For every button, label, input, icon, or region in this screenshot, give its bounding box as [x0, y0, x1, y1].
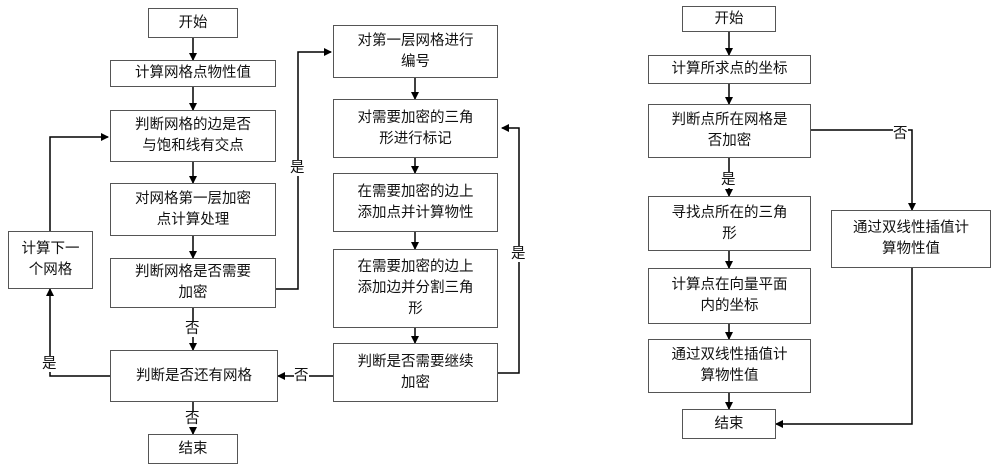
label-no-more: 否	[185, 411, 200, 427]
left-end-node: 结束	[148, 434, 238, 464]
mark-tri-node: 对需要加密的三角 形进行标记	[333, 99, 498, 158]
judge-refined-node: 判断点所在网格是 否加密	[648, 104, 811, 158]
arrow-r-judge-no-to-interp	[811, 129, 916, 211]
judge-more-node: 判断是否还有网格	[110, 350, 278, 402]
label-yes-need: 是	[290, 160, 305, 176]
interp-no-node: 通过双线性插值计 算物性值	[831, 210, 991, 268]
judge-continue-node: 判断是否需要继续 加密	[333, 343, 498, 402]
label-no-continue: 否	[294, 368, 309, 384]
next-grid-node: 计算下一 个网格	[8, 231, 93, 289]
add-point-node: 在需要加密的边上 添加点并计算物性	[333, 173, 498, 232]
judge-edge-node: 判断网格的边是否 与饱和线有交点	[110, 110, 276, 162]
interp-yes-node: 通过双线性插值计 算物性值	[648, 339, 811, 393]
label-no-refined: 否	[893, 126, 908, 142]
find-tri-node: 寻找点所在的三角 形	[648, 196, 811, 251]
label-yes-refined: 是	[721, 172, 736, 188]
arrow-next-grid-to-judge-edge	[49, 133, 109, 231]
right-end-node: 结束	[682, 409, 776, 439]
first-refine-node: 对网格第一层加密 点计算处理	[110, 183, 276, 236]
label-no-need: 否	[185, 321, 200, 337]
arrow-r-interp-no-to-end	[775, 268, 913, 428]
label-yes-more: 是	[42, 356, 57, 372]
number-first-node: 对第一层网格进行 编号	[333, 25, 498, 78]
add-edge-node: 在需要加密的边上 添加边并分割三角 形	[333, 249, 498, 328]
compute-coord-node: 计算所求点的坐标	[648, 55, 811, 84]
arrow-judge-more-to-next-grid	[46, 288, 110, 377]
compute-props-node: 计算网格点物性值	[110, 60, 276, 87]
right-start-node: 开始	[682, 6, 776, 32]
left-start-node: 开始	[148, 8, 238, 38]
vec-coord-node: 计算点在向量平面 内的坐标	[648, 268, 811, 324]
judge-need-node: 判断网格是否需要 加密	[110, 258, 276, 308]
label-yes-continue: 是	[511, 246, 526, 262]
